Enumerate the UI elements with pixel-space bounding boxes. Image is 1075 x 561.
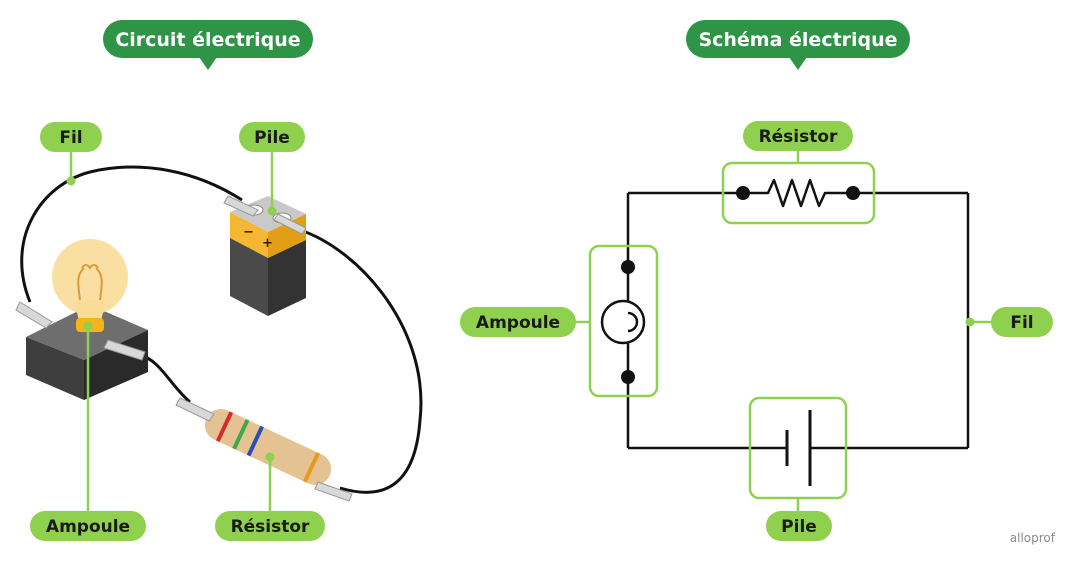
label-resistor-left: Résistor <box>215 511 325 541</box>
resistor-clip-right <box>314 481 353 502</box>
label-resistor-left-text: Résistor <box>231 517 310 537</box>
label-resistor-right-text: Résistor <box>759 127 838 147</box>
pointer-wire-right <box>965 317 992 327</box>
label-battery-right-text: Pile <box>781 517 817 537</box>
label-wire-left-text: Fil <box>59 128 82 148</box>
pointer-bulb-left <box>83 321 93 512</box>
label-battery-left-text: Pile <box>254 128 290 148</box>
battery: − + <box>230 196 306 316</box>
resistor <box>204 409 332 485</box>
label-bulb-right: Ampoule <box>460 307 576 337</box>
bulb-clip-left <box>15 301 53 329</box>
label-resistor-right: Résistor <box>743 121 853 151</box>
pointer-battery-left <box>267 150 277 216</box>
label-bulb-right-text: Ampoule <box>476 313 560 333</box>
battery-minus-sign: − <box>243 225 254 240</box>
label-battery-right: Pile <box>766 511 832 541</box>
right-title-badge: Schéma électrique <box>686 20 910 70</box>
battery-clip-left <box>223 195 259 217</box>
schematic-wires <box>626 191 970 450</box>
label-bulb-left-text: Ampoule <box>46 517 130 537</box>
pointer-wire-left <box>66 150 76 186</box>
resistor-symbol <box>736 178 860 208</box>
left-title-badge: Circuit électrique <box>103 20 313 70</box>
label-battery-left: Pile <box>239 122 305 152</box>
bulb-clip-right <box>103 339 146 361</box>
label-wire-right: Fil <box>991 307 1053 337</box>
battery-symbol <box>785 410 812 486</box>
resistor-clip-left <box>175 397 215 422</box>
battery-plus-sign: + <box>262 236 273 251</box>
left-title: Circuit électrique <box>115 29 300 51</box>
bulb-symbol <box>600 260 646 384</box>
label-wire-left: Fil <box>40 122 102 152</box>
right-title: Schéma électrique <box>698 29 897 51</box>
wire-right <box>299 228 423 494</box>
brand-logo-text: alloprof <box>1010 531 1056 545</box>
wire-top <box>20 165 243 303</box>
label-wire-right-text: Fil <box>1010 313 1033 333</box>
pointer-resistor-left <box>265 452 275 512</box>
battery-clip-right <box>273 213 307 235</box>
label-bulb-left: Ampoule <box>30 511 146 541</box>
